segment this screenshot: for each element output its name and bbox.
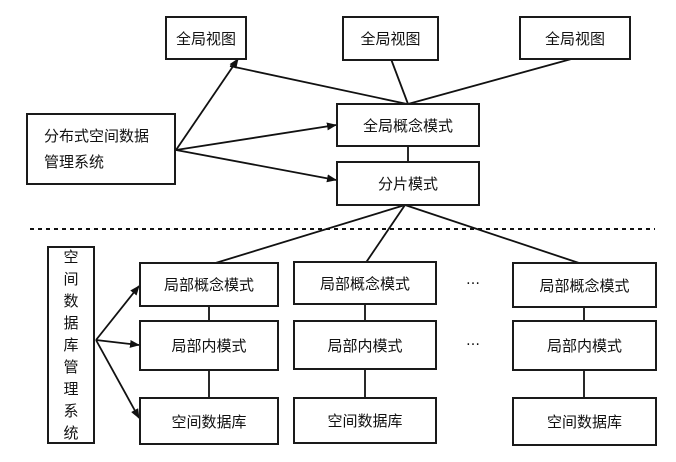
- fragment-schema-label: 分片模式: [377, 175, 438, 193]
- ellipsis-2: …: [466, 333, 481, 349]
- internal-schema-label: 局部内模式: [327, 336, 403, 355]
- frag-to-site2-line: [364, 204, 406, 265]
- global-schema-box: 全局概念模式: [336, 103, 480, 147]
- internal-schema-box-2: 局部内模式: [293, 320, 437, 370]
- view2-line: [390, 58, 409, 105]
- distributed-dms-label: 分布式空间数据管理系统: [44, 127, 150, 171]
- frag-to-site1-line: [208, 204, 406, 266]
- dsms-to-view-arrow: [175, 58, 239, 151]
- spatial-db-box-1: 空间数据库: [139, 397, 279, 445]
- ellipsis-1: …: [466, 272, 481, 288]
- local-schema-label: 局部概念模式: [539, 276, 630, 295]
- spatial-db-label: 空间数据库: [171, 412, 247, 431]
- global-view-label: 全局视图: [544, 29, 605, 48]
- internal-schema-label: 局部内模式: [546, 337, 622, 355]
- local-schema-label: 局部概念模式: [319, 274, 410, 293]
- internal-schema-box-3: 局部内模式: [512, 320, 657, 371]
- spatial-db-box-3: 空间数据库: [512, 397, 657, 446]
- sdms-to-db-arrow: [95, 339, 140, 419]
- local-schema-label: 局部概念模式: [163, 276, 254, 294]
- global-view-box-2: 全局视图: [342, 16, 439, 61]
- global-view-box-3: 全局视图: [519, 16, 631, 60]
- global-view-label: 全局视图: [175, 29, 236, 48]
- spatial-db-label: 空间数据库: [327, 412, 403, 430]
- view1-line: [229, 65, 408, 105]
- global-view-label: 全局视图: [360, 30, 421, 48]
- internal-schema-label: 局部内模式: [171, 337, 247, 355]
- distributed-dms-box: 分布式空间数据管理系统: [26, 113, 176, 185]
- view3-line: [407, 57, 576, 105]
- spatial-db-label: 空间数据库: [546, 413, 622, 431]
- spatial-dbms-label: 空间数据库管理系统: [63, 248, 79, 442]
- internal-schema-box-1: 局部内模式: [139, 320, 279, 371]
- fragment-schema-box: 分片模式: [336, 161, 480, 206]
- dsms-to-fragment-arrow: [175, 149, 337, 183]
- dsms-to-global-arrow: [175, 122, 337, 151]
- global-schema-label: 全局概念模式: [362, 116, 453, 135]
- sdms-to-internal-arrow: [95, 339, 140, 348]
- local-schema-box-2: 局部概念模式: [293, 261, 437, 305]
- global-view-box-1: 全局视图: [165, 16, 247, 60]
- sdms-to-local-arrow: [95, 285, 140, 341]
- local-schema-box-3: 局部概念模式: [512, 262, 657, 308]
- spatial-dbms-box: 空间数据库管理系统: [47, 246, 95, 444]
- local-schema-box-1: 局部概念模式: [139, 262, 279, 307]
- spatial-db-box-2: 空间数据库: [293, 397, 437, 444]
- frag-to-site3-line: [404, 204, 583, 265]
